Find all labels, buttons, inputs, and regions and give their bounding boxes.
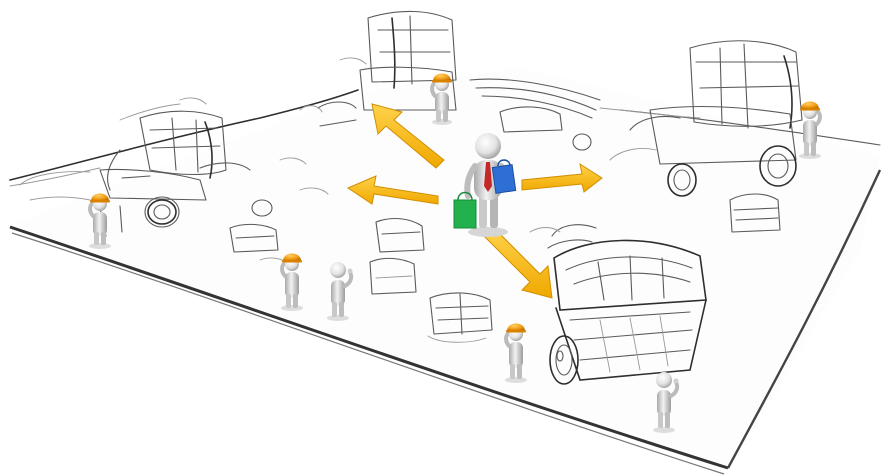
sketch-board (10, 68, 880, 474)
hardhat-icon (801, 102, 819, 110)
hardhat-icon (433, 74, 451, 82)
board-surface (10, 68, 880, 470)
